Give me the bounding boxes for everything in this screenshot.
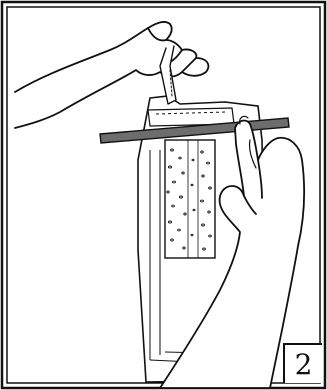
step-number-badge: 2 bbox=[283, 343, 322, 383]
step-number: 2 bbox=[295, 348, 313, 381]
speckled-filter-area bbox=[165, 140, 215, 258]
